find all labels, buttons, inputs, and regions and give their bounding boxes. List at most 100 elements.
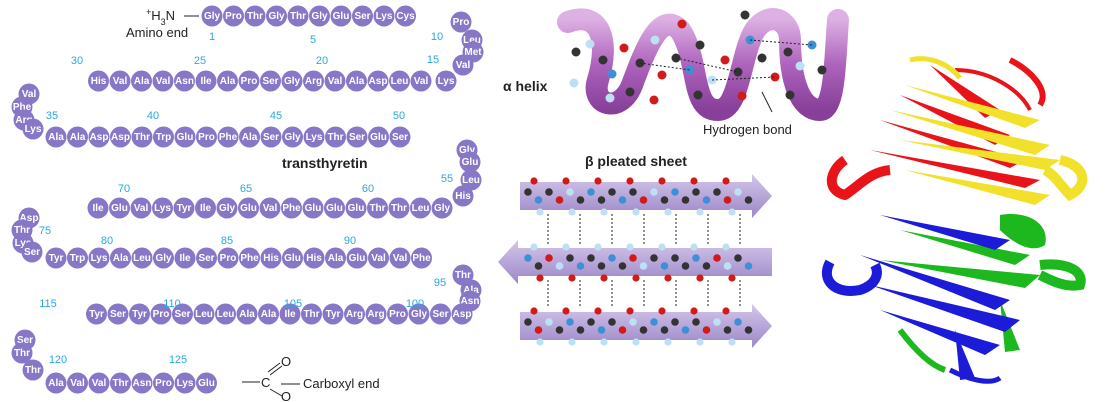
helix-atom [733,67,743,77]
sheet-atom [734,318,742,326]
svg-text:Gly: Gly [411,309,428,320]
svg-text:Ala: Ala [261,309,277,320]
svg-text:Ser: Ser [263,132,279,143]
svg-text:Gly: Gly [155,253,172,264]
helix-atom [585,39,595,49]
residue-77: Ser [21,241,43,263]
svg-text:Glu: Glu [349,253,366,264]
sheet-atom [587,188,595,196]
residue-39: Asp [110,126,131,148]
carboxyl-oxygen-single: O [281,389,291,402]
residue-47: Gly [282,126,303,148]
residue-119: Thr [22,359,44,381]
residue-57: Gly [431,197,453,219]
sheet-atom [626,307,634,315]
residue-number-label: 30 [71,55,83,67]
sheet-atom [671,188,679,196]
svg-text:Met: Met [464,47,482,58]
svg-text:His: His [263,253,279,264]
svg-text:Glu: Glu [177,132,194,143]
svg-text:Ser: Ser [174,309,190,320]
sheet-atom [734,254,742,262]
residue-99: Asp [451,303,473,325]
residue-26: Ile [195,70,217,92]
sheet-atom [660,326,669,334]
sheet-atom [587,254,595,262]
svg-text:Pro: Pro [153,309,170,320]
residue-90: His [303,247,325,269]
svg-text:Glu: Glu [333,11,350,22]
residue-72: Glu [109,197,130,219]
sheet-atom [681,326,690,334]
svg-text:Ala: Ala [349,76,365,87]
sheet-atom [545,318,553,326]
residue-20: Val [324,70,346,92]
hydrogen-bond-label: Hydrogen bond [703,122,792,137]
residue-27: Asn [174,70,195,92]
helix-atom [795,61,805,71]
svg-text:Ala: Ala [220,76,236,87]
residue-number-label: 35 [46,110,58,122]
residue-21: Arg [303,70,324,92]
sheet-atom [702,196,711,204]
svg-text:Glu: Glu [240,203,257,214]
svg-text:Ala: Ala [328,253,344,264]
svg-text:Asp: Asp [111,132,130,143]
svg-text:Cys: Cys [396,11,415,22]
sheet-atom [594,177,602,185]
sheet-atom [597,326,606,334]
residue-5: Thr [287,5,309,27]
svg-text:Lys: Lys [25,124,42,135]
sheet-atom [566,254,574,262]
svg-text:Glu: Glu [370,132,387,143]
alpha-helix-illustration: α helix Hydrogen bond [503,8,849,137]
ribbon-blue-chain [821,215,1020,384]
svg-text:Ser: Ser [24,247,40,258]
sheet-atom [618,326,627,334]
residue-106: Thr [301,303,322,325]
residue-number-label: 115 [39,298,57,310]
svg-text:Ala: Ala [463,285,479,296]
residue-62: Glu [324,197,345,219]
residue-24: Pro [238,70,260,92]
residue-41: Trp [153,126,174,148]
svg-text:Val: Val [263,203,278,214]
sheet-atom [594,243,602,251]
sheet-strand-3 [520,304,772,348]
residue-46: Ser [260,126,282,148]
svg-text:Ala: Ala [242,132,258,143]
svg-text:Leu: Leu [133,253,151,264]
svg-text:Tyr: Tyr [49,253,64,264]
svg-text:Thr: Thr [14,348,30,359]
residue-60: Thr [367,197,388,219]
svg-text:Tyr: Tyr [177,203,192,214]
sheet-atom [692,254,700,262]
sheet-atom [629,254,637,262]
residue-number-label: 80 [101,235,113,247]
helix-atom [607,69,617,79]
residue-28: Val [152,70,174,92]
residue-113: Pro [150,303,172,325]
sheet-atom [671,254,679,262]
residue-108: Ala [258,303,279,325]
residue-number-label: 110 [163,298,181,310]
svg-text:Pro: Pro [225,11,242,22]
residue-59: Thr [388,197,410,219]
svg-text:Ala: Ala [134,76,150,87]
helix-atom [625,87,635,97]
sheet-atom [524,254,532,262]
svg-text:His: His [455,191,471,202]
sheet-atom [723,262,732,270]
svg-text:Pro: Pro [241,76,258,87]
sheet-atom [600,338,608,346]
svg-text:Ala: Ala [113,253,129,264]
residue-38: Asp [88,126,110,148]
sheet-atom [744,326,753,334]
svg-text:Ala: Ala [70,132,86,143]
helix-atom [619,43,629,53]
sheet-atom [639,262,648,270]
sheet-atom [660,262,669,270]
residue-7: Glu [330,5,352,27]
sheet-atom [576,326,585,334]
